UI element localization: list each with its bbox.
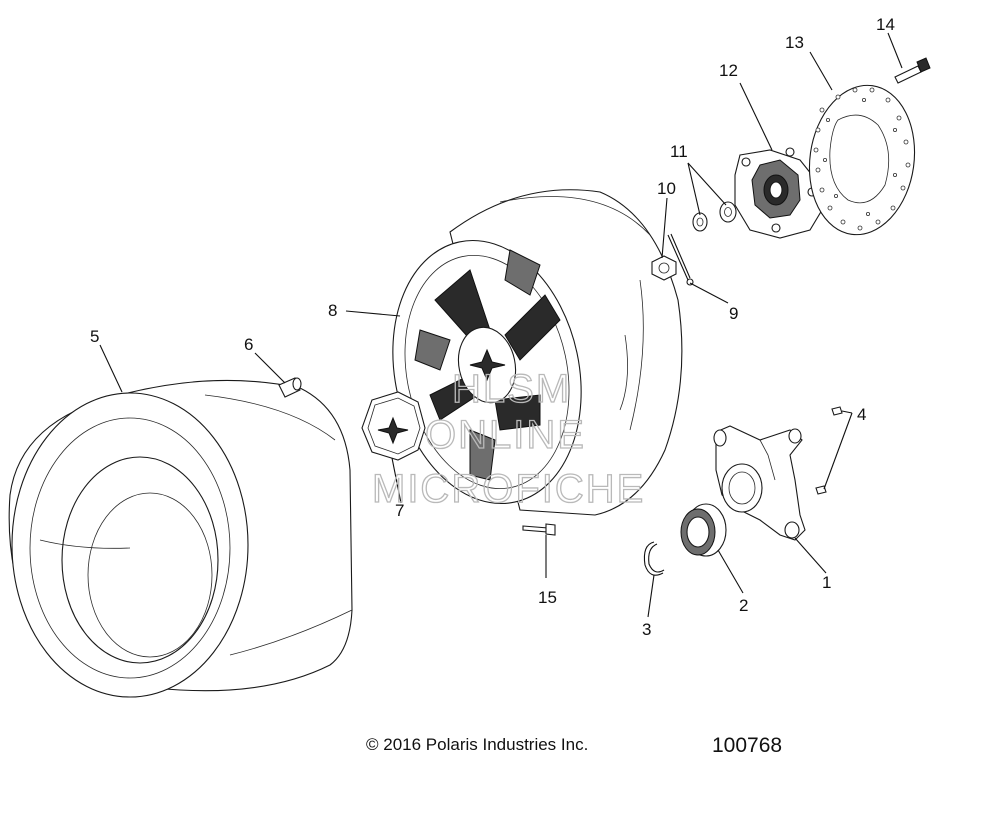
callout-5: 5 [90,327,99,346]
callout-8: 8 [328,301,337,320]
part-tire [8,379,353,698]
watermark-line-2: ONLINE [425,413,586,457]
part-pin [522,523,556,536]
callout-11: 11 [670,142,688,161]
callout-14: 14 [876,15,895,34]
part-castle-nut [651,255,677,281]
part-washers [692,201,737,232]
watermark-line-1: HLSM [452,367,571,411]
part-wheel-hub [734,147,823,239]
leader-lines [99,32,903,618]
part-knuckle [713,425,806,541]
callout-7: 7 [395,501,404,520]
watermark: HLSM ONLINE MICROFICHE [371,366,645,511]
part-brake-rotor [808,84,916,236]
callout-15: 15 [538,588,557,607]
watermark-line-3: MICROFICHE [372,467,645,511]
callout-13: 13 [785,33,804,52]
part-rotor-bolt [894,57,931,84]
part-wheel-rim [392,189,683,516]
part-cotter-pin [667,233,694,286]
callout-12: 12 [719,61,738,80]
callout-2: 2 [739,596,748,615]
callout-1: 1 [822,573,831,592]
copyright-notice: © 2016 Polaris Industries Inc. [366,735,588,754]
part-center-cap [361,391,426,461]
document-number: 100768 [712,734,782,757]
callout-10: 10 [657,179,676,198]
callout-6: 6 [244,335,253,354]
callout-9: 9 [729,304,738,323]
part-grease-fittings [815,406,843,495]
callout-4: 4 [857,405,866,424]
callout-3: 3 [642,620,651,639]
part-bearing [680,503,727,557]
callout-labels: 1 2 3 4 5 6 7 8 9 10 11 12 13 14 15 [90,15,895,639]
part-snap-ring [643,541,665,576]
